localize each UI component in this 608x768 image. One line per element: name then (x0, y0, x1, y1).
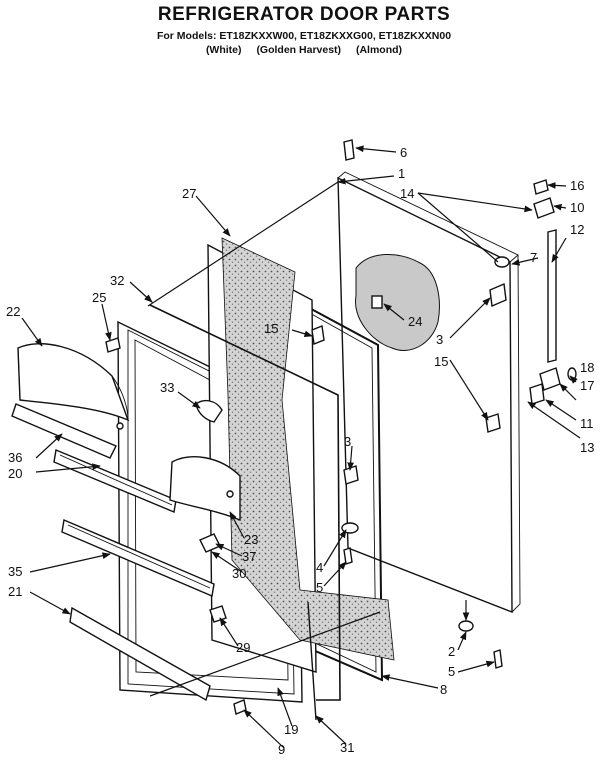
callout-15b: 15 (434, 354, 448, 369)
callout-32: 32 (110, 273, 124, 288)
hinge-pin-10 (533, 197, 555, 219)
callout-24: 24 (408, 314, 422, 329)
hinge-bracket-3 (489, 282, 507, 308)
bracket-3b (343, 465, 359, 485)
finish-golden-harvest: (Golden Harvest) (256, 44, 342, 56)
shelf-rail-35 (61, 519, 215, 597)
callout-14: 14 (400, 186, 414, 201)
callout-12: 12 (570, 222, 584, 237)
callout-36: 36 (8, 450, 22, 465)
bracket-15a (311, 325, 325, 345)
callout-37: 37 (242, 549, 256, 564)
callout-3b: 3 (344, 434, 351, 449)
callout-5a: 5 (316, 580, 323, 595)
callout-17: 17 (580, 378, 594, 393)
bracket-15b (485, 413, 501, 433)
callout-29: 29 (236, 640, 250, 655)
callout-33: 33 (160, 380, 174, 395)
callout-22: 22 (6, 304, 20, 319)
bracket-33 (195, 399, 223, 423)
callout-30: 30 (232, 566, 246, 581)
insulation-cutaway (355, 253, 440, 351)
door-shelf-22 (17, 343, 130, 430)
callout-11: 11 (580, 416, 594, 431)
callout-9: 9 (278, 742, 285, 757)
callout-1: 1 (398, 166, 405, 181)
hinge-plate-11 (529, 383, 545, 405)
finish-line: (White) (Golden Harvest) (Almond) (0, 44, 608, 56)
callout-13: 13 (580, 440, 594, 455)
callout-21: 21 (8, 584, 22, 599)
screw-5a (343, 547, 353, 565)
callout-2: 2 (448, 644, 455, 659)
callout-35: 35 (8, 564, 22, 579)
screw-16 (533, 179, 549, 195)
callout-10: 10 (570, 200, 584, 215)
callout-27: 27 (182, 186, 196, 201)
finish-almond: (Almond) (355, 44, 403, 56)
washer-2 (458, 620, 474, 632)
callout-numbers: 6 1 14 16 10 12 7 27 32 25 22 15 24 3 15… (6, 145, 594, 757)
shelf-rail-20 (53, 449, 177, 513)
finish-white: (White) (205, 44, 242, 56)
screw-6 (343, 139, 355, 161)
outer-door-panel (337, 171, 521, 614)
callout-7: 7 (530, 250, 537, 265)
door-shelf-23 (169, 456, 241, 522)
callout-18: 18 (580, 360, 594, 375)
callout-25: 25 (92, 290, 106, 305)
breaker-strip (149, 304, 341, 721)
bracket-24 (371, 295, 383, 309)
callout-3a: 3 (436, 332, 443, 347)
shelf-bar-21 (69, 606, 211, 702)
screw-25 (105, 337, 121, 353)
callout-20: 20 (8, 466, 22, 481)
callout-31: 31 (340, 740, 354, 755)
shelf-bar-36 (11, 403, 117, 459)
page-title: REFRIGERATOR DOOR PARTS (157, 4, 451, 25)
leader-lines (21, 145, 581, 749)
screw-5b (493, 649, 503, 669)
callout-15a: 15 (264, 321, 278, 336)
callout-16: 16 (570, 178, 584, 193)
screw-9 (233, 699, 247, 715)
callout-19: 19 (284, 722, 298, 737)
callout-5b: 5 (448, 664, 455, 679)
callout-23: 23 (244, 532, 258, 547)
callout-8: 8 (440, 682, 447, 697)
models-line: For Models: ET18ZKXXW00, ET18ZKXXG00, ET… (156, 30, 452, 42)
callout-4: 4 (316, 560, 323, 575)
hinge-rod-12 (547, 229, 557, 363)
callout-6: 6 (400, 145, 407, 160)
bushing-7 (494, 256, 510, 268)
